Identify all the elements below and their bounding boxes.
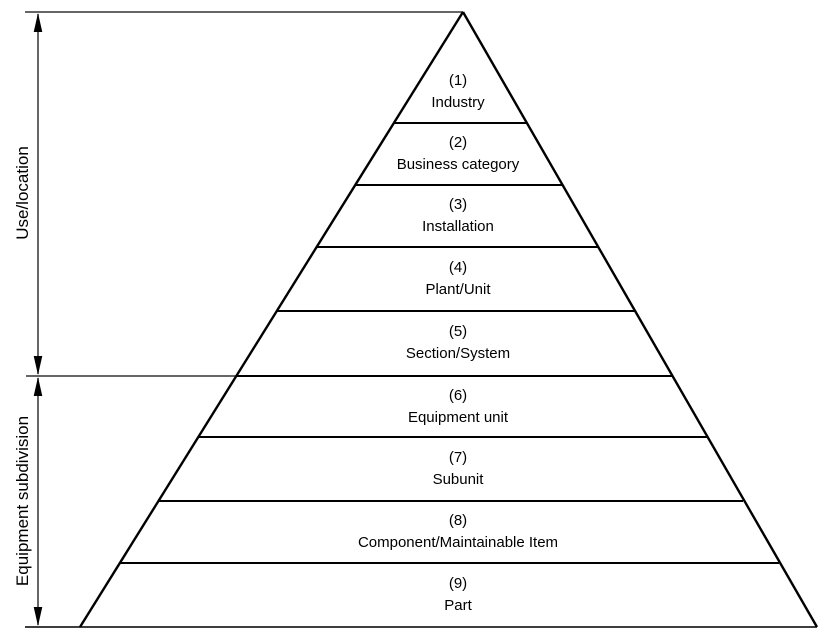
arrowhead-down-middle-icon: [33, 356, 43, 375]
arrowhead-up-middle-icon: [33, 377, 43, 396]
level-8-number: (8): [448, 512, 468, 529]
level-3-name: Installation: [422, 218, 494, 235]
level-4-number: (4): [448, 259, 468, 276]
level-7-number: (7): [448, 449, 468, 466]
level-5-label: (5) Section/System: [248, 321, 668, 365]
level-4-label: (4) Plant/Unit: [248, 257, 668, 301]
level-1-label: (1) Industry: [248, 70, 668, 114]
level-1-name: Industry: [431, 94, 485, 111]
level-2-name: Business category: [396, 156, 520, 173]
level-7-label: (7) Subunit: [248, 447, 668, 491]
level-6-name: Equipment unit: [407, 409, 509, 426]
level-6-number: (6): [448, 387, 468, 404]
level-2-number: (2): [448, 134, 468, 151]
level-8-label: (8) Component/Maintainable Item: [248, 510, 668, 554]
level-5-number: (5): [448, 323, 468, 340]
level-3-label: (3) Installation: [248, 194, 668, 238]
arrowhead-up-top-icon: [33, 13, 43, 32]
level-3-number: (3): [448, 196, 468, 213]
pyramid-left-edge: [78, 11, 465, 628]
pyramid-right-edge: [461, 11, 819, 628]
level-9-number: (9): [448, 575, 468, 592]
level-9-name: Part: [444, 597, 472, 614]
equipment-subdivision-axis-label: Equipment subdivision: [13, 415, 32, 587]
level-6-label: (6) Equipment unit: [248, 385, 668, 429]
level-1-number: (1): [448, 72, 468, 89]
level-9-label: (9) Part: [248, 573, 668, 617]
level-5-name: Section/System: [405, 345, 511, 362]
level-2-label: (2) Business category: [248, 132, 668, 176]
use-location-axis-label: Use/location: [13, 146, 32, 240]
level-8-name: Component/Maintainable Item: [357, 534, 559, 551]
level-7-name: Subunit: [432, 471, 484, 488]
level-4-name: Plant/Unit: [425, 281, 491, 298]
arrowhead-down-bottom-icon: [33, 607, 43, 626]
